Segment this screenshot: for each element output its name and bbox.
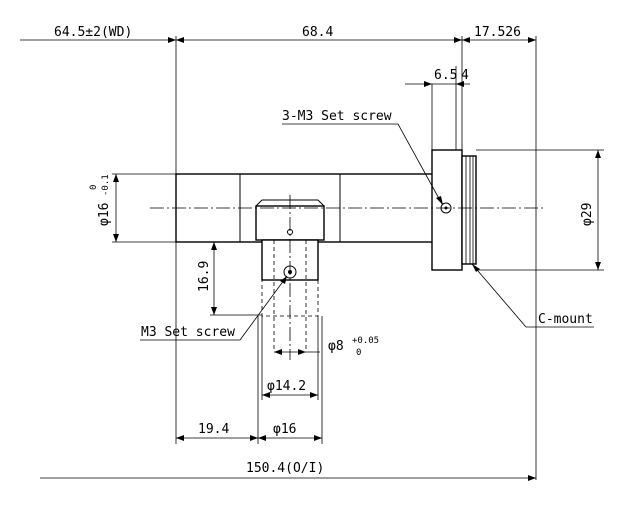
dim-mount-diameter: φ29 bbox=[580, 150, 601, 270]
callout-top-set-screw: 3-M3 Set screw bbox=[282, 109, 443, 205]
dim-port-height: 16.9 bbox=[197, 242, 217, 315]
label-bore-tol-lower: 0 bbox=[356, 348, 361, 358]
extension-lines bbox=[112, 36, 604, 480]
label-tube-tol-upper: 0 bbox=[89, 185, 99, 190]
callout-port-set-screw: M3 Set screw bbox=[140, 275, 288, 341]
port-chamfer-left bbox=[255, 199, 263, 207]
label-tube-tol-lower: -0.1 bbox=[101, 174, 111, 196]
dim-flange-back: 17.526 bbox=[462, 25, 536, 43]
lens-body bbox=[175, 149, 477, 271]
c-mount-thread bbox=[461, 155, 477, 265]
dim-mount-offset: 6.5 4 bbox=[405, 68, 470, 87]
dim-working-distance: 64.5±2(WD) bbox=[20, 25, 176, 43]
label-mount-offset: 6.5 bbox=[434, 68, 457, 83]
dim-inner-bore: φ8 +0.05 0 bbox=[274, 336, 379, 358]
label-mount-step: 4 bbox=[461, 68, 469, 83]
label-top-set-screw: 3-M3 Set screw bbox=[282, 109, 392, 124]
label-port-height: 16.9 bbox=[197, 261, 212, 292]
label-tube-diameter: φ16 bbox=[97, 203, 112, 226]
label-mount-diameter: φ29 bbox=[580, 203, 595, 226]
dim-port-diameter: φ16 bbox=[258, 422, 322, 441]
label-body-length: 68.4 bbox=[302, 25, 333, 40]
dim-body-length: 68.4 bbox=[176, 25, 462, 43]
label-port-diameter: φ16 bbox=[273, 422, 296, 437]
callout-c-mount: C-mount bbox=[471, 263, 594, 328]
dim-tube-diameter: φ16 0 -0.1 bbox=[89, 174, 119, 242]
label-total-length: 150.4(O/I) bbox=[246, 461, 324, 476]
dim-port-bore: φ14.2 bbox=[262, 379, 318, 398]
label-port-offset: 19.4 bbox=[198, 422, 229, 437]
port-chamfer-right bbox=[317, 199, 325, 207]
label-c-mount: C-mount bbox=[538, 312, 593, 327]
label-port-bore: φ14.2 bbox=[267, 379, 306, 394]
label-bore-tol-upper: +0.05 bbox=[352, 336, 379, 346]
label-working-distance: 64.5±2(WD) bbox=[54, 25, 132, 40]
label-inner-bore: φ8 bbox=[328, 339, 344, 354]
label-port-set-screw: M3 Set screw bbox=[141, 325, 235, 340]
dim-total-length: 150.4(O/I) bbox=[40, 461, 536, 481]
dim-port-offset: 19.4 bbox=[176, 422, 258, 441]
label-flange-back: 17.526 bbox=[474, 25, 521, 40]
mount-flange bbox=[431, 149, 463, 271]
